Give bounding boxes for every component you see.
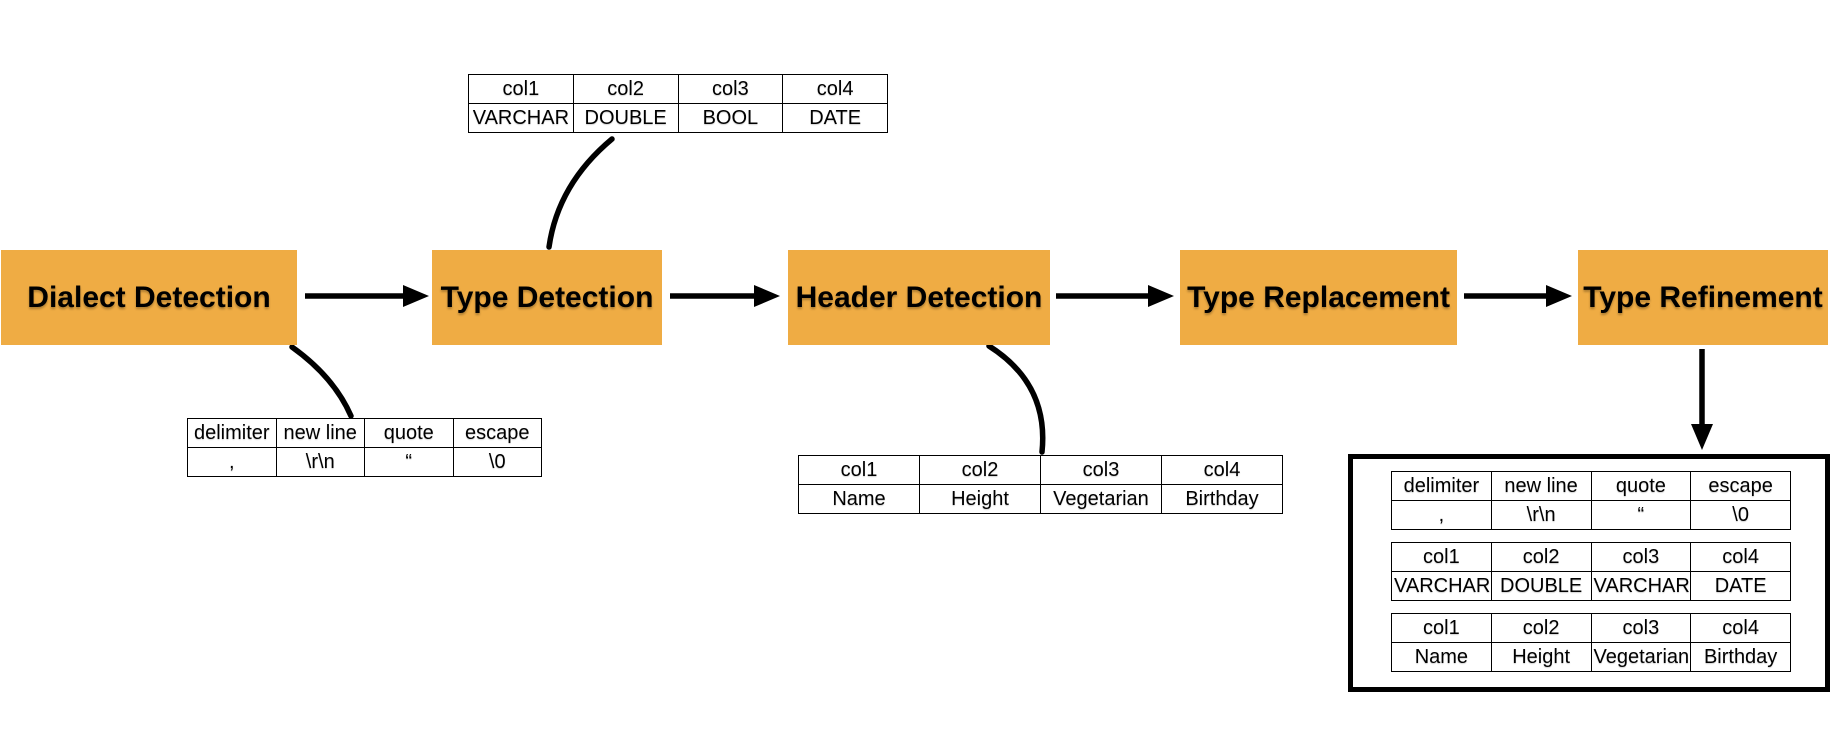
table-row: , \r\n “ \0 (187, 447, 542, 477)
header-cell: col4 (782, 74, 888, 104)
value-cell: Height (919, 484, 1041, 514)
table-row: delimiter new line quote escape (187, 418, 542, 448)
step-label: Type Detection (440, 280, 654, 314)
step-header-detection: Header Detection (788, 250, 1050, 345)
flow-arrow-icon (670, 285, 780, 307)
table-row: Name Height Vegetarian Birthday (798, 484, 1283, 514)
value-cell: BOOL (677, 103, 784, 133)
header-cell: col2 (919, 455, 1041, 485)
connector-curve-header (986, 343, 1046, 455)
value-cell: Vegetarian (1590, 642, 1692, 672)
step-label: Header Detection (795, 280, 1043, 314)
value-cell: VARCHAR (1391, 571, 1492, 601)
value-cell: Height (1490, 642, 1592, 672)
header-cell: col4 (1690, 613, 1791, 643)
header-cell: new line (275, 418, 365, 448)
header-cell: col4 (1161, 455, 1283, 485)
step-label: Dialect Detection (27, 280, 271, 314)
header-cell: delimiter (187, 418, 277, 448)
header-cell: col3 (1590, 542, 1692, 572)
header-cell: delimiter (1391, 471, 1492, 501)
type-detection-output-table: col1 col2 col3 col4 VARCHAR DOUBLE BOOL … (468, 74, 888, 133)
header-cell: quote (364, 418, 454, 448)
connector-curve-dialect (289, 344, 354, 419)
table-row: VARCHAR DOUBLE VARCHAR DATE (1391, 571, 1791, 601)
value-cell: Birthday (1690, 642, 1791, 672)
value-cell: \r\n (275, 447, 365, 477)
table-row: col1 col2 col3 col4 (1391, 542, 1791, 572)
table-row: col1 col2 col3 col4 (798, 455, 1283, 485)
header-cell: col1 (1391, 613, 1492, 643)
header-cell: quote (1590, 471, 1692, 501)
value-cell: VARCHAR (468, 103, 574, 133)
step-dialect-detection: Dialect Detection (1, 250, 297, 345)
down-arrow-icon (1691, 349, 1713, 450)
dialect-output-table: delimiter new line quote escape , \r\n “… (187, 418, 542, 477)
value-cell: VARCHAR (1590, 571, 1692, 601)
header-cell: col3 (677, 74, 784, 104)
table-row: VARCHAR DOUBLE BOOL DATE (468, 103, 888, 133)
table-row: delimiter new line quote escape (1391, 471, 1791, 501)
refinement-result-panel: delimiter new line quote escape , \r\n “… (1348, 454, 1830, 692)
header-cell: col2 (572, 74, 679, 104)
value-cell: Vegetarian (1040, 484, 1162, 514)
value-cell: “ (1590, 500, 1692, 530)
value-cell: , (1391, 500, 1492, 530)
value-cell: Name (1391, 642, 1492, 672)
header-cell: col1 (1391, 542, 1492, 572)
value-cell: Name (798, 484, 920, 514)
value-cell: \r\n (1490, 500, 1592, 530)
header-detection-output-table: col1 col2 col3 col4 Name Height Vegetari… (798, 455, 1283, 514)
step-label: Type Refinement (1583, 280, 1823, 314)
header-cell: col2 (1490, 613, 1592, 643)
value-cell: DOUBLE (1490, 571, 1592, 601)
step-type-detection: Type Detection (432, 250, 662, 345)
result-columns-table: col1 col2 col3 col4 Name Height Vegetari… (1391, 613, 1791, 672)
step-label: Type Replacement (1187, 280, 1450, 314)
step-type-replacement: Type Replacement (1180, 250, 1457, 345)
value-cell: \0 (1690, 500, 1791, 530)
table-row: col1 col2 col3 col4 (468, 74, 888, 104)
header-cell: col2 (1490, 542, 1592, 572)
value-cell: “ (364, 447, 454, 477)
connector-curve-type (546, 136, 615, 250)
table-row: , \r\n “ \0 (1391, 500, 1791, 530)
value-cell: DOUBLE (572, 103, 679, 133)
header-cell: col3 (1040, 455, 1162, 485)
table-row: col1 col2 col3 col4 (1391, 613, 1791, 643)
flow-arrow-icon (305, 285, 429, 307)
flow-arrow-icon (1056, 285, 1174, 307)
step-type-refinement: Type Refinement (1578, 250, 1828, 345)
header-cell: escape (452, 418, 542, 448)
result-types-table: col1 col2 col3 col4 VARCHAR DOUBLE VARCH… (1391, 542, 1791, 601)
header-cell: col1 (468, 74, 574, 104)
value-cell: DATE (1690, 571, 1791, 601)
header-cell: new line (1490, 471, 1592, 501)
flow-arrow-icon (1464, 285, 1572, 307)
table-row: Name Height Vegetarian Birthday (1391, 642, 1791, 672)
value-cell: , (187, 447, 277, 477)
value-cell: \0 (452, 447, 542, 477)
header-cell: col3 (1590, 613, 1692, 643)
value-cell: Birthday (1161, 484, 1283, 514)
header-cell: escape (1690, 471, 1791, 501)
result-dialect-table: delimiter new line quote escape , \r\n “… (1391, 471, 1791, 530)
value-cell: DATE (782, 103, 888, 133)
header-cell: col1 (798, 455, 920, 485)
header-cell: col4 (1690, 542, 1791, 572)
